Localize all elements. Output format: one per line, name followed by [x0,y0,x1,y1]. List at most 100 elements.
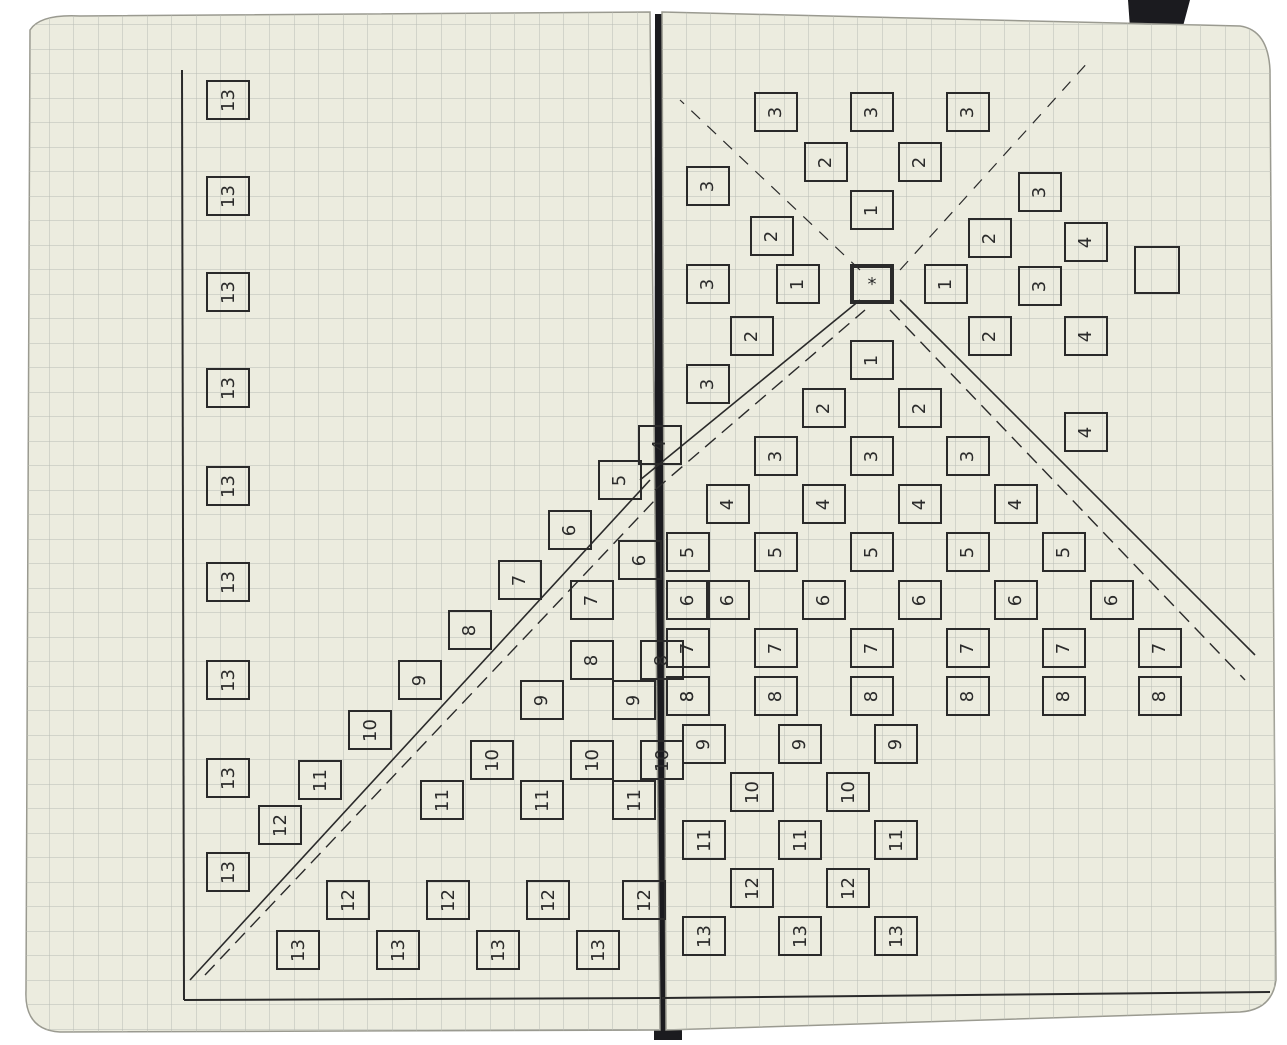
cell-13-label: 13 [218,89,239,112]
pyramid-cell-label: 6 [909,594,930,605]
pyramid-cell-label: 4 [717,498,738,509]
pyramid-cell-label: 4 [909,498,930,509]
pyramid-cell: 13 [778,916,822,956]
pyramid-cell: 4 [898,484,942,524]
top-cell-label: 4 [1075,236,1096,247]
fan-cell-label: 10 [482,749,503,772]
top-cell: 3 [850,92,894,132]
stair-cell-label: 4 [649,439,670,450]
cell-13-label: 13 [218,669,239,692]
top-cell-label: 2 [979,330,1000,341]
fan-cell-label: 11 [532,789,553,812]
pyramid-cell-label: 9 [885,738,906,749]
pyramid-cell-label: 5 [677,546,698,557]
fan-cell: 11 [612,780,656,820]
pyramid-cell-label: 10 [838,781,859,804]
pyramid-cell-label: 10 [742,781,763,804]
fan-cell: 6 [618,540,662,580]
top-cell-label: 4 [1075,330,1096,341]
stair-cell-label: 10 [360,719,381,742]
pyramid-cell: 5 [946,532,990,572]
top-cell: 3 [686,364,730,404]
pyramid-cell-label: 12 [742,877,763,900]
stair-cell-label: 8 [459,624,480,635]
stair-cell-label: 7 [509,574,530,585]
pyramid-cell-label: 7 [677,642,698,653]
pyramid-cell: 8 [666,676,710,716]
pyramid-cell-label: 13 [694,925,715,948]
fan-cell-label: 10 [582,749,603,772]
fan-cell-label: 13 [388,939,409,962]
pyramid-cell-label: 8 [1053,690,1074,701]
top-cell: 2 [968,316,1012,356]
fan-cell-label: 11 [432,789,453,812]
pyramid-cell: 13 [874,916,918,956]
pyramid-cell-label: 2 [909,402,930,413]
pyramid-cell-label: 7 [1053,642,1074,653]
top-cell: 3 [1018,266,1062,306]
fan-cell: 13 [476,930,520,970]
fan-cell: 10 [470,740,514,780]
top-cell-label: 3 [697,278,718,289]
fan-cell: 12 [622,880,666,920]
top-cell-label: 1 [935,278,956,289]
pyramid-cell-label: 9 [693,738,714,749]
pyramid-cell: 7 [1138,628,1182,668]
top-cell-label: 2 [909,156,930,167]
pyramid-cell: 7 [754,628,798,668]
pyramid-cell: 6 [802,580,846,620]
pyramid-cell-label: 6 [813,594,834,605]
fan-cell-label: 11 [624,789,645,812]
pyramid-cell-label: 6 [1101,594,1122,605]
fan-cell: 13 [576,930,620,970]
pyramid-cell-label: 7 [1149,642,1170,653]
pyramid-cell-label: 4 [1005,498,1026,509]
pyramid-cell: 10 [826,772,870,812]
top-cell: 3 [754,92,798,132]
fan-cell-label: 10 [652,749,673,772]
pyramid-cell-label: 5 [765,546,786,557]
pyramid-cell-label: 2 [813,402,834,413]
pyramid-cell: 8 [946,676,990,716]
top-cell-label: 4 [1075,426,1096,437]
cell-13-label: 13 [218,475,239,498]
top-cell-label: 3 [957,106,978,117]
pyramid-cell: 5 [666,532,710,572]
stair-cell: 11 [298,760,342,800]
top-cell: 3 [1018,172,1062,212]
pyramid-cell: 5 [1042,532,1086,572]
cell-13-label: 13 [218,861,239,884]
cell-13: 13 [206,368,250,408]
top-cell-label: 2 [741,330,762,341]
top-cell: 1 [776,264,820,304]
top-cell: 2 [968,218,1012,258]
top-cell: 2 [804,142,848,182]
pyramid-cell-label: 7 [957,642,978,653]
pyramid-cell: 6 [1090,580,1134,620]
pyramid-cell: 6 [994,580,1038,620]
top-cell: 4 [1064,316,1108,356]
cell-13-label: 13 [218,185,239,208]
stair-cell: 10 [348,710,392,750]
stair-cell: 7 [498,560,542,600]
pyramid-cell: 2 [802,388,846,428]
stair-cell-label: 11 [310,769,331,792]
pyramid-cell-label: 6 [717,594,738,605]
top-cell-label: 2 [815,156,836,167]
fan-cell-label: 12 [634,889,655,912]
top-cell: 2 [750,216,794,256]
stair-cell: 4 [638,425,682,465]
pyramid-cell-label: 6 [677,594,698,605]
cell-13: 13 [206,852,250,892]
fan-cell: 9 [520,680,564,720]
fan-cell: 8 [570,640,614,680]
cell-13-label: 13 [218,571,239,594]
center-mark: * [868,274,877,295]
fan-cell-label: 9 [623,694,644,705]
pyramid-cell-label: 11 [790,829,811,852]
top-cell-label: 3 [1029,280,1050,291]
top-cell: 2 [898,142,942,182]
cell-13-label: 13 [218,281,239,304]
pyramid-cell: 9 [682,724,726,764]
